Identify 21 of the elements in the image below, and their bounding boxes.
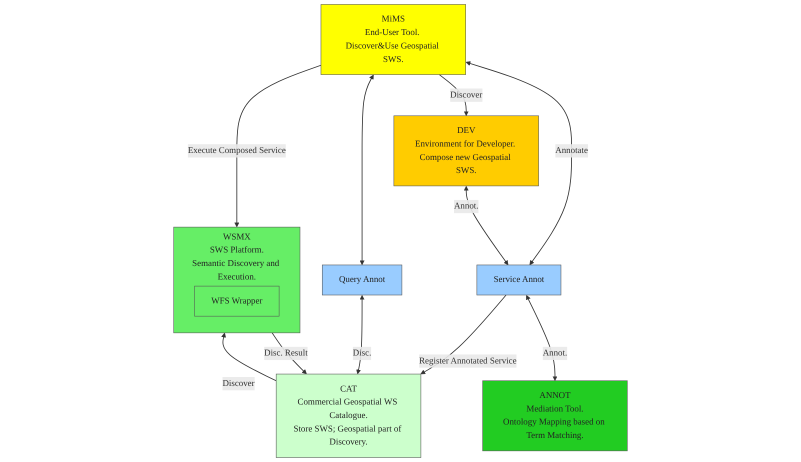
arrow — [234, 64, 322, 228]
node-box: DEV Environment for Developer. Compose new Geospatial SWS. — [394, 116, 539, 186]
node-box: Service Annot — [476, 264, 562, 296]
arrow — [356, 295, 365, 374]
edge-label: Annotate — [555, 146, 588, 156]
edge-label: Execute Composed Service — [188, 146, 286, 156]
arrow — [360, 74, 374, 266]
edge-label: Discover — [222, 378, 255, 388]
arrow — [221, 332, 277, 382]
edge-label: Disc. — [352, 348, 372, 358]
node-box: WFS Wrapper — [194, 286, 280, 316]
edge-label: Annot. — [542, 348, 568, 358]
node-box: ANNOT Mediation Tool. Ontology Mapping based on Term Matching. — [482, 380, 628, 452]
node-box: MiMS End-User Tool. Discover&Use Geospatial SWS. — [320, 4, 466, 75]
arrow — [466, 61, 572, 266]
edge-label: Disc. Result — [264, 348, 308, 358]
node-box: Query Annot — [322, 264, 402, 296]
edge-label: Discover — [450, 90, 482, 100]
edge-label: Annot. — [454, 202, 478, 211]
node-box: CAT Commercial Geospatial WS Catalogue. Store SWS; Geospatial part of Discovery. — [276, 374, 422, 458]
edge-label: Register Annotated Service — [419, 356, 517, 366]
